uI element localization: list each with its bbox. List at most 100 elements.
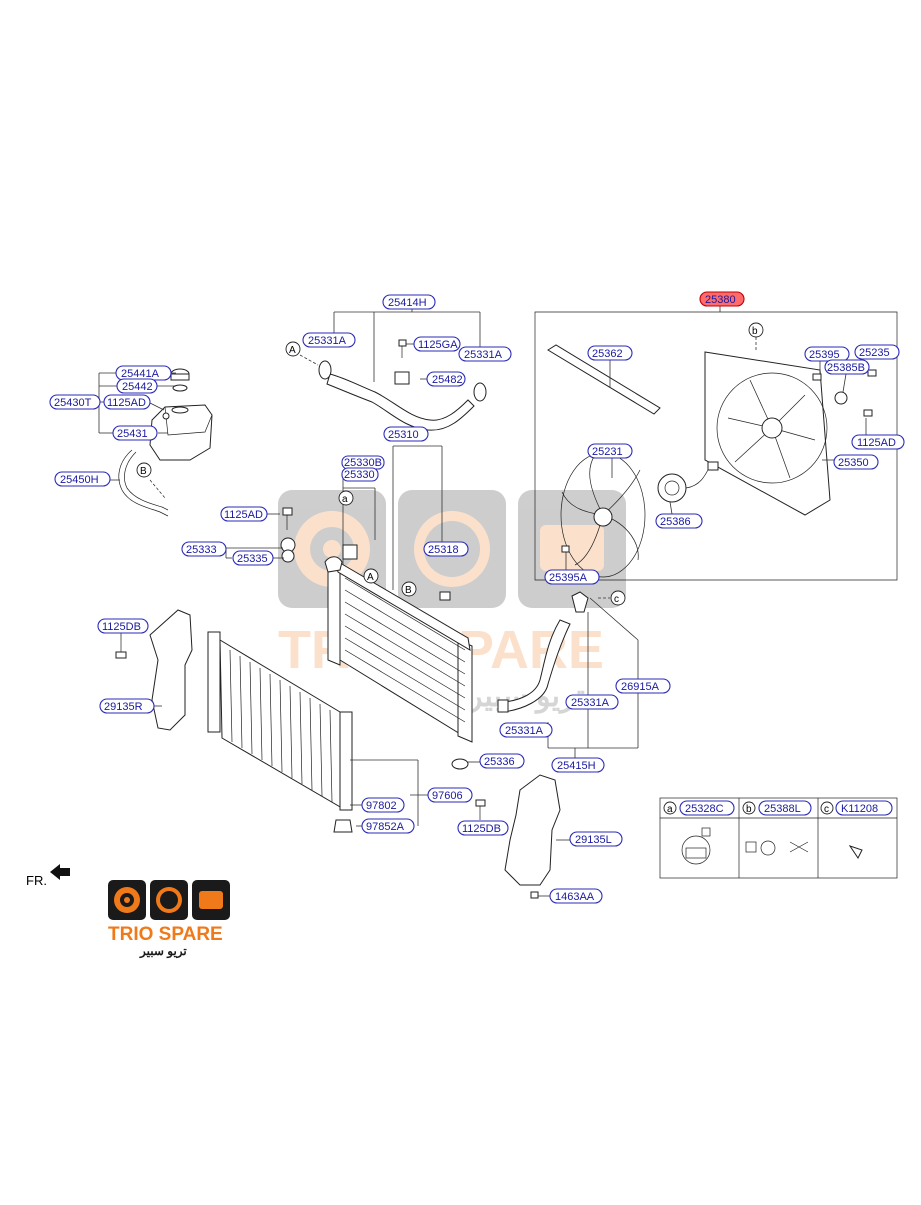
ref-marker-a-radiator: A [363,568,379,584]
svg-text:25331A: 25331A [571,697,610,709]
svg-text:97802: 97802 [366,800,397,812]
lower-hose-group [497,591,639,758]
part-label-25330[interactable]: 25330 [341,467,379,482]
part-label-25328C[interactable]: 25328C [679,800,735,816]
ref-marker-b-legend: b [742,801,756,815]
svg-text:25231: 25231 [592,446,623,458]
part-label-25318[interactable]: 25318 [423,541,469,557]
reference-markers: A B a A B b c a b c [136,322,834,815]
svg-text:25331A: 25331A [464,349,503,361]
svg-text:A: A [289,345,296,356]
svg-text:A: A [367,572,374,583]
svg-text:B: B [140,466,147,477]
part-label-25333[interactable]: 25333 [181,541,227,557]
part-label-25395A[interactable]: 25395A [544,569,600,585]
part-label-25388L[interactable]: 25388L [758,800,812,816]
part-label-25482[interactable]: 25482 [426,371,466,387]
part-label-25331A-upper-left[interactable]: 25331A [302,332,356,348]
part-label-25430T[interactable]: 25430T [49,394,101,410]
svg-text:1125AD: 1125AD [857,437,896,449]
svg-text:25388L: 25388L [764,803,801,815]
front-direction-indicator: FR. [26,864,70,888]
ref-marker-c-legend: c [820,801,834,815]
svg-text:26915A: 26915A [621,681,660,693]
part-label-K11208[interactable]: K11208 [835,800,893,816]
part-label-97852A[interactable]: 97852A [361,818,415,834]
part-label-25310[interactable]: 25310 [383,426,429,442]
ref-marker-c-hose: c [610,590,626,606]
part-label-29135L[interactable]: 29135L [569,831,623,847]
part-label-1125AD-fan[interactable]: 1125AD [851,434,905,450]
ref-marker-b-radiator: B [401,581,417,597]
ref-marker-b-shroud: b [748,322,764,338]
part-label-25386[interactable]: 25386 [655,513,703,529]
part-label-97606[interactable]: 97606 [427,787,473,803]
part-label-25380[interactable]: 25380 [699,291,745,307]
part-label-25235[interactable]: 25235 [854,344,900,360]
air-guard-right [115,609,193,731]
part-label-1125DB-right-guard[interactable]: 1125DB [97,618,149,634]
svg-text:25331A: 25331A [308,335,347,347]
part-label-25362[interactable]: 25362 [587,345,633,361]
svg-text:25395A: 25395A [549,572,588,584]
svg-text:K11208: K11208 [841,803,878,815]
svg-text:25441A: 25441A [121,368,160,380]
svg-text:97606: 97606 [432,790,463,802]
svg-text:B: B [405,585,412,596]
svg-text:25350: 25350 [838,457,869,469]
part-label-1125GA[interactable]: 1125GA [413,336,461,352]
part-label-25350[interactable]: 25350 [833,454,879,470]
part-label-25335[interactable]: 25335 [232,550,274,566]
part-label-25395[interactable]: 25395 [804,346,850,362]
part-label-1125DB-left-guard[interactable]: 1125DB [457,820,509,836]
part-label-25414H[interactable]: 25414H [382,294,436,310]
fr-label: FR. [26,873,47,888]
svg-text:a: a [342,494,348,505]
svg-text:25336: 25336 [484,756,515,768]
part-label-29135R[interactable]: 29135R [99,698,155,714]
svg-text:1125GA: 1125GA [418,339,458,351]
svg-text:25328C: 25328C [685,803,724,815]
part-label-25331A-lower-left[interactable]: 25331A [499,722,553,738]
svg-text:25310: 25310 [388,429,419,441]
part-label-1463AA[interactable]: 1463AA [549,888,603,904]
part-label-25385B[interactable]: 25385B [824,359,870,375]
svg-text:1125AD: 1125AD [224,509,263,521]
svg-text:25430T: 25430T [54,397,92,409]
air-guard-left [475,774,572,899]
svg-text:25335: 25335 [237,553,268,565]
svg-text:25415H: 25415H [557,760,596,772]
svg-text:25395: 25395 [809,349,840,361]
svg-text:25450H: 25450H [60,474,99,486]
svg-text:29135L: 29135L [575,834,612,846]
part-label-25331A-lower-right[interactable]: 25331A [565,694,619,710]
svg-text:25414H: 25414H [388,297,427,309]
svg-text:29135R: 29135R [104,701,143,713]
part-label-26915A[interactable]: 26915A [615,678,671,694]
part-label-1125AD-reservoir[interactable]: 1125AD [103,394,151,410]
svg-text:1463AA: 1463AA [555,891,595,903]
part-label-25442[interactable]: 25442 [116,378,158,394]
part-label-25336[interactable]: 25336 [479,753,525,769]
part-labels: 25380 25414H 25331A 1125GA 25331A 25482 … [49,291,905,904]
part-label-25231[interactable]: 25231 [587,443,633,459]
part-label-25415H[interactable]: 25415H [551,757,605,773]
logo-brand-arabic: تريو سبير [139,944,187,959]
svg-text:25235: 25235 [859,347,890,359]
part-label-1125AD-radiator[interactable]: 1125AD [220,506,268,522]
part-label-25450H[interactable]: 25450H [54,471,111,487]
part-label-97802[interactable]: 97802 [361,797,405,813]
svg-text:1125DB: 1125DB [462,823,501,835]
svg-text:25330B: 25330B [344,457,382,469]
ref-marker-a-cap: a [338,490,354,506]
svg-text:25380: 25380 [705,294,736,306]
svg-text:25385B: 25385B [827,362,865,374]
svg-text:1125AD: 1125AD [107,397,146,409]
svg-text:c: c [614,594,619,605]
part-label-25441A[interactable]: 25441A [115,365,172,381]
brand-logo: TRIO SPARE تريو سبير [108,880,230,959]
part-label-25431[interactable]: 25431 [112,425,158,441]
part-label-25331A-upper-right[interactable]: 25331A [458,346,512,362]
part-label-25330B[interactable]: 25330B [341,455,385,470]
